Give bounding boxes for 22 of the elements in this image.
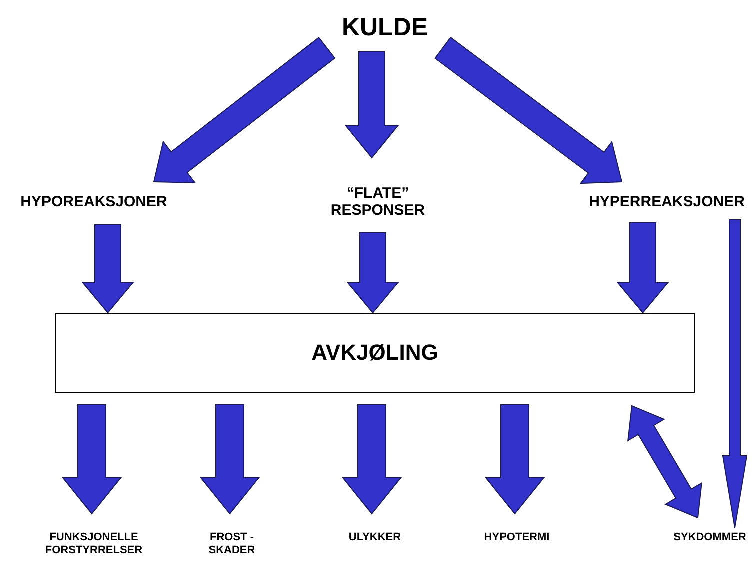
outcome-label: SYKDOMMER [665,532,755,544]
block-arrow [722,220,748,528]
outcome-label: FUNKSJONELLE FORSTYRRELSER [44,531,144,557]
block-arrow [342,404,402,515]
block-arrow [434,36,623,184]
block-arrow [200,404,260,515]
outcome-label: HYPOTERMI [472,532,562,544]
process-box: AVKJØLING [55,313,695,393]
category-label: HYPOREAKSJONER [4,193,184,211]
block-arrow [153,37,336,184]
outcome-label: ULYKKER [330,532,420,544]
block-arrow [82,224,134,314]
block-arrow [344,52,400,159]
title-label: KULDE [315,14,455,42]
category-label: HYPERREAKSJONER [582,193,752,211]
outcome-label: FROST - SKADER [202,531,262,557]
block-arrow [62,404,122,515]
category-label: “FLATE” RESPONSER [313,184,443,220]
block-arrow [346,232,400,314]
block-arrow [484,404,546,515]
block-arrow [628,405,702,519]
block-arrow [616,222,670,314]
